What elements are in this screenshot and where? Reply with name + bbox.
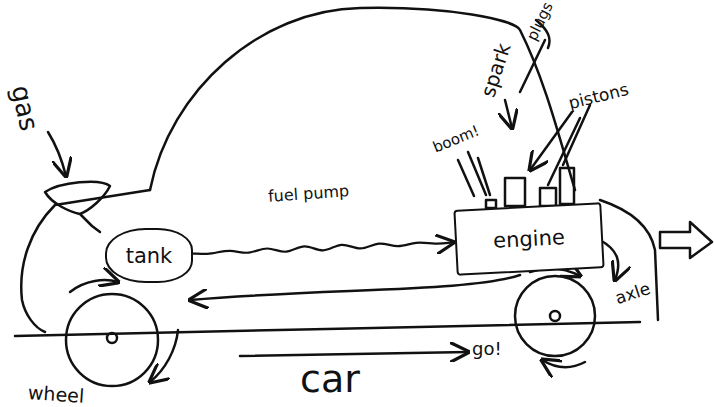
wheel-spin-arrow (542, 360, 585, 367)
gas-funnel (45, 182, 110, 232)
front-hub (550, 311, 560, 321)
part-name: spark (478, 41, 514, 100)
part-name: axle (613, 280, 652, 307)
drawing-title: car (300, 360, 360, 398)
part-name: wheel (27, 383, 84, 406)
piston (505, 178, 525, 206)
front-wheel (515, 276, 595, 356)
spark-leader (505, 100, 512, 128)
wheel-spin-arrow (70, 280, 118, 292)
fuel-line-arrow (193, 242, 453, 254)
part-name: plugs (525, 0, 556, 43)
return-arrow (190, 275, 520, 300)
car-front (600, 200, 658, 320)
motion-text: go! (472, 340, 502, 358)
gas-arrow (48, 132, 66, 176)
edge-label: fuel pump (268, 183, 350, 205)
part-name: tank (126, 244, 173, 268)
part-name: pistons (567, 81, 630, 112)
pistons-leader (530, 105, 590, 185)
callout-text: boom! (431, 123, 482, 155)
piston (560, 168, 574, 204)
part-box: engine (453, 202, 604, 276)
car-body (150, 8, 575, 190)
part-box: tank (105, 228, 193, 283)
fuel-label: gas (7, 83, 42, 133)
go-arrow (240, 352, 468, 356)
motion-arrow (660, 222, 712, 258)
rear-wheel (66, 294, 158, 386)
part-name: engine (493, 225, 566, 253)
rear-hub (107, 333, 117, 343)
piston (540, 188, 556, 206)
boom-leader (458, 152, 490, 196)
wheel-spin-arrow (150, 330, 178, 382)
